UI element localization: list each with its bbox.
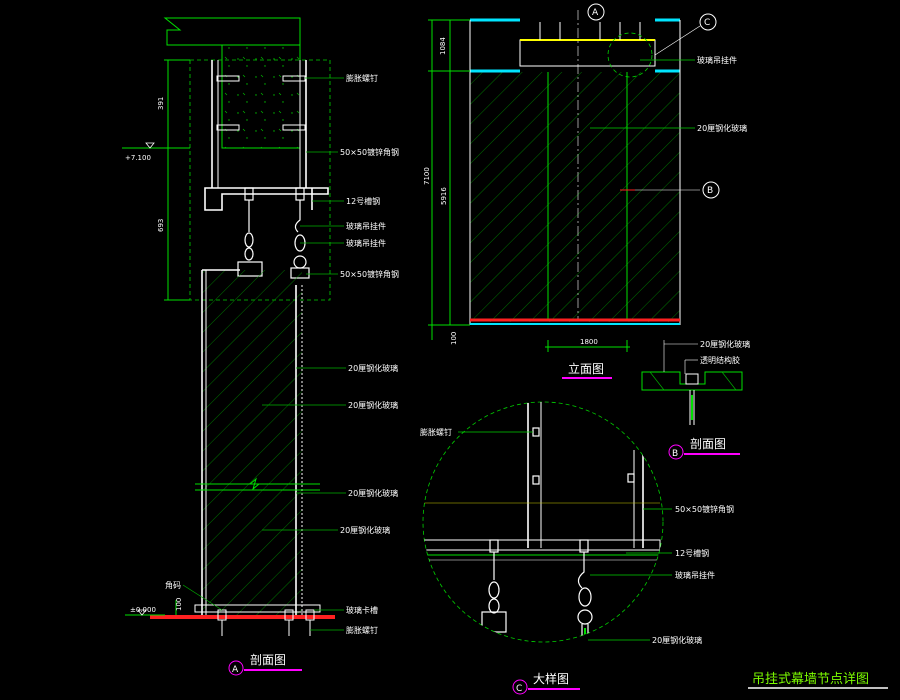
drawing-title-block: 吊挂式幕墙节点详图	[748, 672, 888, 689]
dim-1084: 1084	[439, 37, 447, 55]
drawing-title: 吊挂式幕墙节点详图	[752, 672, 869, 687]
label-angle-steel-bottom: 50×50镀锌角钢	[340, 269, 399, 279]
label-c-glass-hanger: 玻璃吊挂件	[675, 570, 715, 580]
detail-c: 膨胀螺钉 50×50镀锌角钢 12号槽钢 玻璃吊挂件 20厘钢化玻璃 C 大样图	[420, 401, 734, 695]
label-glass-hanger-2: 玻璃吊挂件	[346, 238, 386, 248]
label-corner-code: 角码	[165, 580, 181, 590]
label-c-channel-steel: 12号槽钢	[675, 548, 709, 558]
dim-693: 693	[157, 219, 165, 232]
title-elevation: 立面图	[568, 361, 604, 376]
label-tempered-glass-1: 20厘钢化玻璃	[348, 363, 398, 373]
title-section-a: 剖面图	[250, 653, 286, 667]
label-elev-glass-hanger: 玻璃吊挂件	[697, 55, 737, 65]
label-expansion-bolt-top: 膨胀螺钉	[346, 73, 378, 83]
label-glass-clip: 玻璃卡槽	[346, 605, 378, 615]
section-b: 20厘钢化玻璃 透明结构胶 B 剖面图	[641, 339, 750, 460]
label-angle-steel-top: 50×50镀锌角钢	[340, 147, 399, 157]
elevation-view: 1084 7100 5916 100 1800 A C B 玻璃吊挂件 20厘钢…	[423, 3, 747, 379]
marker-c-elev: C	[704, 18, 710, 28]
label-c-tempered-glass: 20厘钢化玻璃	[652, 635, 702, 645]
dim-1800: 1800	[580, 338, 598, 346]
elevation-top: +7.100	[125, 154, 151, 162]
dim-5916: 5916	[440, 187, 448, 205]
dim-391: 391	[157, 97, 165, 110]
marker-a-circle	[228, 660, 244, 676]
label-tempered-glass-3: 20厘钢化玻璃	[348, 488, 398, 498]
elevation-zero: ±0.000	[130, 606, 156, 614]
title-detail: 大样图	[533, 671, 569, 686]
marker-a: A	[232, 665, 239, 675]
label-b-structural-glue: 透明结构胶	[700, 355, 740, 365]
section-a: 膨胀螺钉 50×50镀锌角钢 12号槽钢 玻璃吊挂件 玻璃吊挂件 50×50镀锌…	[122, 17, 399, 676]
dim-100-left: 100	[175, 598, 183, 611]
label-c-expansion-bolt: 膨胀螺钉	[420, 427, 452, 437]
label-elev-tempered-glass: 20厘钢化玻璃	[697, 123, 747, 133]
label-tempered-glass-4: 20厘钢化玻璃	[340, 525, 390, 535]
label-channel-steel: 12号槽钢	[346, 196, 380, 206]
marker-c: C	[516, 684, 522, 694]
title-section-b: 剖面图	[690, 437, 726, 451]
label-expansion-bolt-bottom: 膨胀螺钉	[346, 625, 378, 635]
label-glass-hanger-1: 玻璃吊挂件	[346, 221, 386, 231]
label-c-angle-steel: 50×50镀锌角钢	[675, 504, 734, 514]
label-tempered-glass-2: 20厘钢化玻璃	[348, 400, 398, 410]
dim-100-elev: 100	[450, 332, 458, 345]
label-b-tempered-glass: 20厘钢化玻璃	[700, 339, 750, 349]
dim-7100: 7100	[423, 167, 431, 185]
marker-a-elev: A	[592, 8, 599, 18]
marker-b-elev: B	[707, 186, 713, 196]
marker-b: B	[672, 449, 678, 459]
